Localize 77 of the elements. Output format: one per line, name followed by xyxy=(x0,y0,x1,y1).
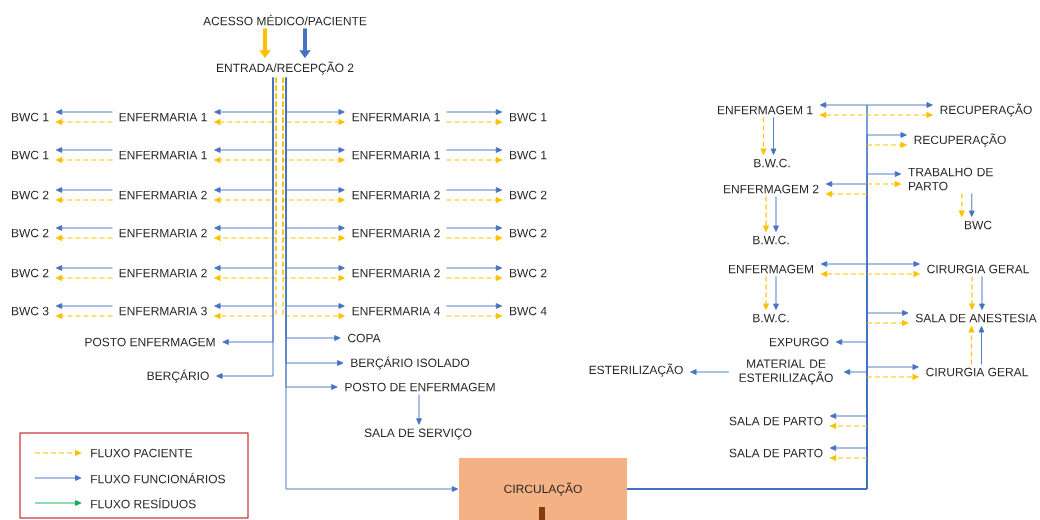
room-label: ENFERMAGEM 2 xyxy=(724,184,819,194)
room-label: RECUPERAÇÃO xyxy=(940,103,1032,117)
room-label: ENFERMARIA 1 xyxy=(352,112,440,122)
entrance-label: ENTRADA/RECEPÇÃO 2 xyxy=(217,61,354,75)
room-label: POSTO ENFERMAGEM xyxy=(85,337,215,347)
legend-label: FLUXO PACIENTE xyxy=(91,448,193,458)
arrow xyxy=(978,326,985,365)
room-label: ENFERMAGEM xyxy=(729,264,813,274)
arrow xyxy=(55,265,113,271)
arrow xyxy=(446,109,503,115)
room-label: ENFERMARIA 2 xyxy=(119,228,207,238)
room-label: ENFERMARIA 2 xyxy=(352,268,440,278)
arrow xyxy=(979,276,985,310)
circulation-box: CIRCULAÇÃO xyxy=(459,458,627,520)
room-label: B.W.C. xyxy=(754,158,790,168)
room-label: ENFERMARIA 1 xyxy=(119,150,207,160)
room-label: ENFERMARIA 1 xyxy=(119,112,207,122)
access-label: ACESSO MÉDICO/PACIENTE xyxy=(203,14,367,26)
room-label: ENFERMAGEM 1 xyxy=(718,105,813,115)
arrow xyxy=(773,196,779,232)
arrow xyxy=(446,303,503,309)
room-label: ENFERMARIA 2 xyxy=(119,268,207,278)
room-label: ENFERMARIA 2 xyxy=(119,190,207,200)
legend-label: FLUXO RESÍDUOS xyxy=(91,497,196,509)
room-label: BWC 2 xyxy=(510,190,547,200)
room-label: ENFERMARIA 2 xyxy=(352,228,440,238)
room-label: BWC 1 xyxy=(510,112,547,122)
room-label: SALA DE ANESTESIA xyxy=(915,313,1037,323)
arrow xyxy=(446,225,503,231)
room-label: ENFERMARIA 2 xyxy=(352,190,440,200)
room-label: ENFERMARIA 4 xyxy=(352,306,440,316)
room-label: SALA DE PARTO xyxy=(729,416,823,426)
room-label: B.W.C. xyxy=(753,235,789,245)
room-label: BWC 3 xyxy=(12,306,49,316)
room-label: RECUPERAÇÃO xyxy=(914,133,1006,147)
room-label: ENFERMARIA 3 xyxy=(119,306,207,316)
room-label: BWC 2 xyxy=(12,228,49,238)
arrow xyxy=(446,265,503,271)
room-label: CIRURGIA GERAL xyxy=(926,367,1028,377)
room-label: BWC 1 xyxy=(510,150,547,160)
arrow xyxy=(55,225,113,231)
room-label: TRABALHO DE PARTO xyxy=(908,167,993,191)
arrow xyxy=(446,147,503,153)
arrow xyxy=(968,193,975,217)
room-label: BERÇÁRIO xyxy=(147,369,209,383)
room-label: BWC 2 xyxy=(12,190,49,200)
room-label: BWC xyxy=(965,220,992,230)
room-label: ESTERILIZAÇÃO xyxy=(589,363,683,377)
room-label: BWC 1 xyxy=(12,112,49,122)
legend-label: FLUXO FUNCIONÁRIOS xyxy=(91,472,225,484)
arrow xyxy=(416,394,422,425)
arrow xyxy=(55,303,113,309)
arrow xyxy=(216,77,274,379)
arrow xyxy=(285,77,459,492)
arrow xyxy=(55,187,113,193)
room-label: COPA xyxy=(348,333,381,343)
arrow xyxy=(446,187,503,193)
room-label: BWC 4 xyxy=(510,306,547,316)
room-label: ENFERMARIA 1 xyxy=(352,150,440,160)
arrow xyxy=(55,109,113,115)
arrow xyxy=(690,369,730,375)
room-label: BWC 2 xyxy=(510,268,547,278)
room-label: EXPURGO xyxy=(770,337,829,347)
arrow xyxy=(626,445,868,490)
arrow xyxy=(770,117,777,155)
arrow xyxy=(773,276,779,310)
room-label: CIRURGIA GERAL xyxy=(927,264,1029,274)
arrow xyxy=(55,147,113,153)
room-label: MATERIAL DE ESTERILIZAÇÃO xyxy=(739,359,833,385)
room-label: BERÇÁRIO ISOLADO xyxy=(351,356,470,370)
room-label: B.W.C. xyxy=(753,313,789,323)
room-label: BWC 2 xyxy=(12,268,49,278)
room-label: SALA DE SERVIÇO xyxy=(364,428,472,440)
room-label: POSTO DE ENFERMAGEM xyxy=(345,382,495,392)
room-label: BWC 2 xyxy=(510,228,547,238)
room-label: SALA DE PARTO xyxy=(729,448,823,458)
room-label: BWC 1 xyxy=(12,150,49,160)
